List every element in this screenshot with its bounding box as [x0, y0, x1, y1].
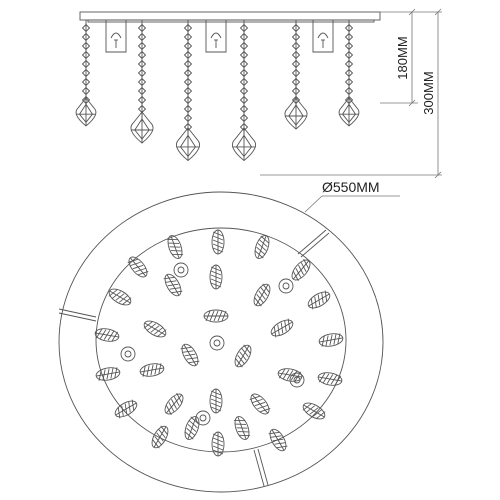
- ceiling-ring: [209, 335, 225, 351]
- diameter-label: Ø550MM: [322, 179, 380, 195]
- crystal-leaf: [164, 392, 184, 416]
- crystal-leaf: [233, 416, 251, 440]
- crystal-leaf: [209, 388, 223, 414]
- bulb-holder: [105, 20, 127, 53]
- pendant-crystal: [75, 97, 97, 127]
- pendant-crystal: [232, 127, 256, 162]
- diameter-callout: [304, 195, 400, 213]
- inner-dome: [95, 227, 347, 453]
- ceiling-ring: [289, 372, 305, 388]
- crystal-leaf: [253, 283, 271, 307]
- crystal-leaf: [234, 344, 252, 368]
- ring-seam: [253, 448, 269, 487]
- crystal-leaf: [211, 229, 225, 255]
- ceiling-ring: [195, 410, 211, 426]
- crystal-leaf: [277, 368, 303, 382]
- pendant-crystal: [338, 97, 360, 127]
- crystal-leaf: [291, 258, 311, 282]
- crystal-leaf: [209, 264, 223, 290]
- crystal-strand: [239, 20, 249, 136]
- ring-seam: [58, 308, 97, 322]
- crystal-leaf: [184, 416, 200, 440]
- total-height-label: 300MM: [421, 71, 436, 114]
- crystal-leaf: [94, 328, 120, 342]
- crystal-leaf: [143, 320, 167, 338]
- crystal-strand: [291, 20, 301, 108]
- drop-height-label: 180MM: [395, 36, 410, 79]
- crystal-leaf: [317, 372, 343, 386]
- crystal-leaf: [249, 393, 271, 415]
- crystal-leaf: [203, 309, 229, 323]
- crystal-strand: [183, 20, 193, 136]
- crystal-strand: [81, 20, 91, 108]
- pendant-crystal: [176, 127, 200, 162]
- bulb-holder: [205, 20, 227, 53]
- canopy-plate: [79, 11, 381, 21]
- crystal-leaf: [163, 273, 183, 297]
- crystal-leaf: [108, 288, 132, 306]
- crystal-strand: [137, 20, 147, 122]
- pendant-crystal: [130, 111, 154, 144]
- top-plan-view: [58, 191, 384, 493]
- pendant-crystal: [284, 97, 308, 130]
- crystal-leaf: [95, 367, 121, 381]
- crystal-leaf: [166, 235, 184, 259]
- crystal-leaf: [302, 402, 326, 420]
- ring-seam: [297, 229, 330, 258]
- side-elevation-view: [75, 11, 381, 162]
- ceiling-rings: [120, 262, 305, 426]
- crystal-leaf: [254, 235, 270, 259]
- crystal-strands: [81, 20, 354, 136]
- crystal-strand: [344, 20, 354, 108]
- crystal-leaf: [318, 333, 344, 347]
- crystal-leaf: [307, 290, 331, 310]
- crystal-leaves: [94, 229, 344, 457]
- outer-ring: [58, 191, 384, 493]
- bulb-holder: [312, 20, 334, 53]
- crystal-leaf: [268, 428, 288, 452]
- ceiling-ring: [120, 346, 136, 362]
- crystal-leaf: [151, 425, 169, 449]
- crystal-leaf: [180, 343, 200, 367]
- crystal-leaf: [270, 318, 294, 338]
- crystal-leaf: [127, 256, 149, 278]
- crystal-leaf: [114, 399, 138, 419]
- canopy-body: [87, 19, 375, 23]
- height-dimensions: [260, 8, 442, 179]
- crystal-leaf: [139, 363, 165, 377]
- ceiling-ring: [278, 278, 294, 294]
- crystal-leaf: [211, 431, 225, 457]
- ceiling-ring: [173, 262, 189, 278]
- pendant-crystals: [75, 97, 360, 162]
